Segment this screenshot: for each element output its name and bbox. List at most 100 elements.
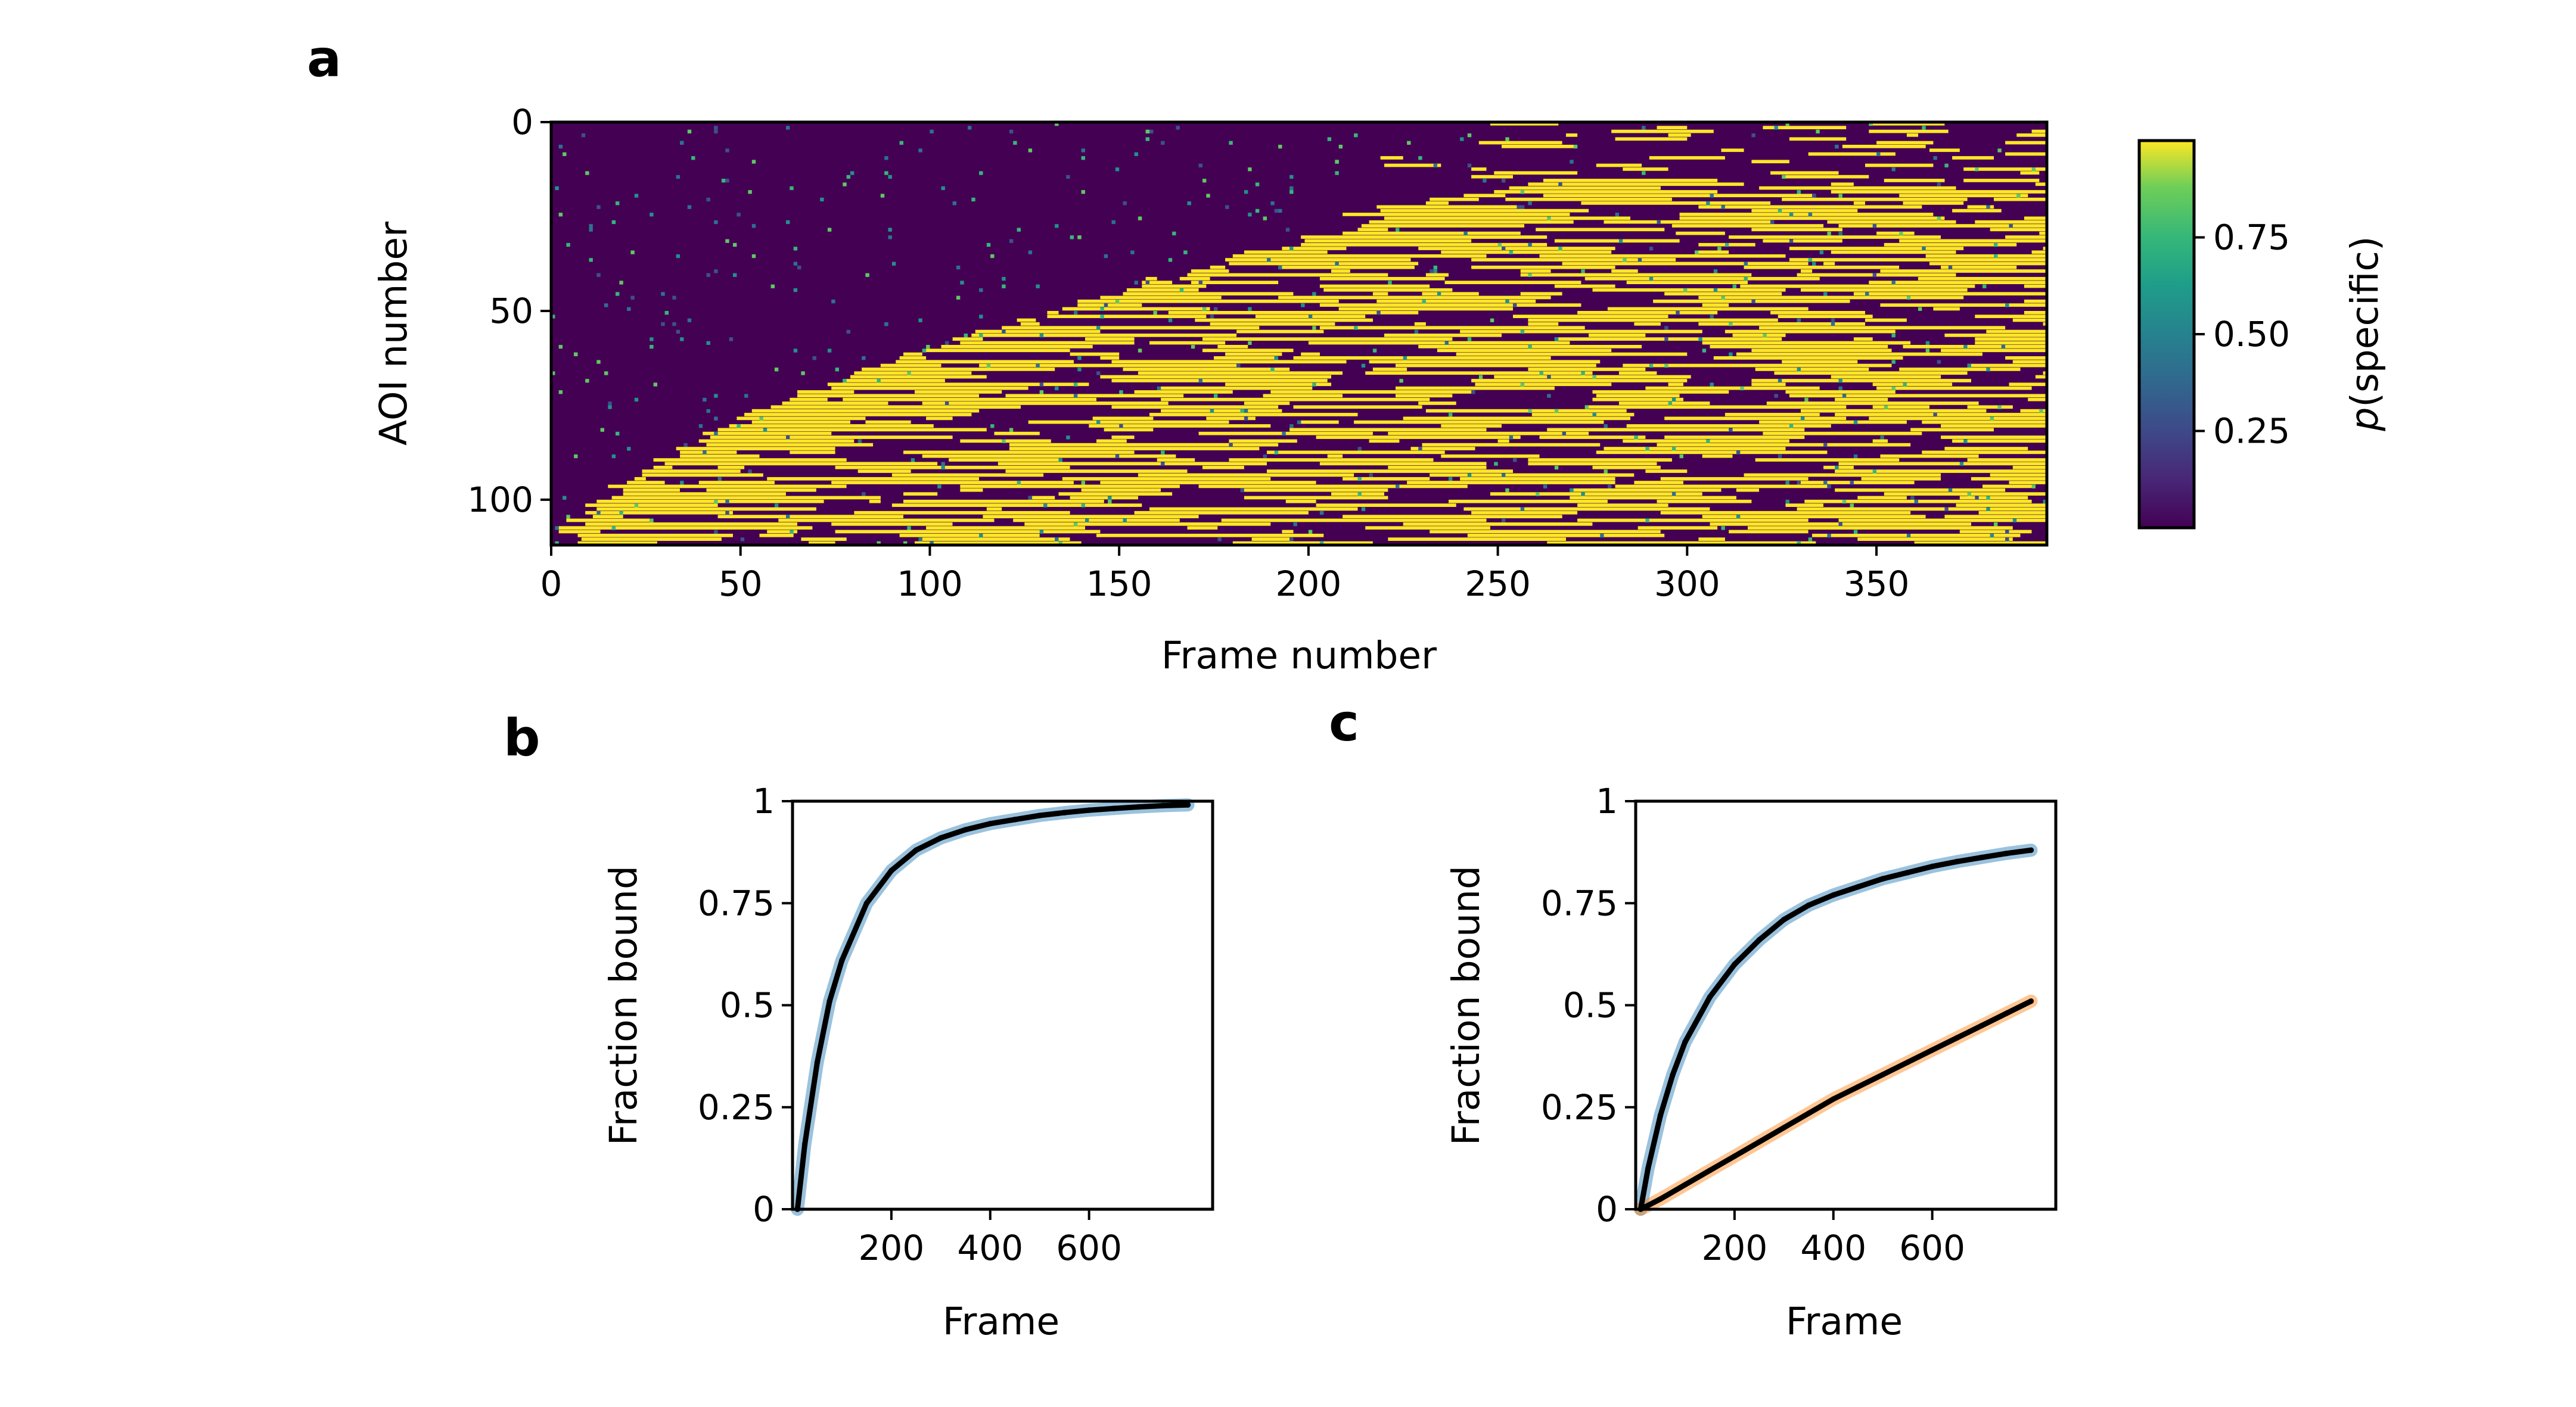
heatmap-speckle xyxy=(1369,473,1373,477)
heatmap-speckle xyxy=(1649,276,1654,281)
heatmap-speckle xyxy=(1671,397,1676,402)
heatmap-bound-run xyxy=(1755,458,1900,462)
heatmap-bound-run xyxy=(1963,179,2040,182)
heatmap-bound-run xyxy=(1463,507,1710,511)
heatmap-speckle xyxy=(1990,534,1994,538)
heatmap-speckle xyxy=(1179,288,1184,292)
heatmap-bound-run xyxy=(1880,269,2047,273)
heatmap-speckle xyxy=(748,190,752,194)
heatmap-speckle xyxy=(1490,318,1494,322)
heatmap-speckle xyxy=(1570,160,1574,164)
heatmap-bound-run xyxy=(1384,163,1441,167)
panel-b-y-label: Fraction bound xyxy=(602,866,645,1145)
heatmap-bound-run xyxy=(1005,394,1184,398)
heatmap-bound-run xyxy=(717,428,987,432)
heatmap-speckle xyxy=(1520,190,1525,194)
heatmap-bound-run xyxy=(1865,318,1907,322)
heatmap-bound-run xyxy=(1626,424,1831,428)
heatmap-speckle xyxy=(1418,447,1422,451)
heatmap-bound-run xyxy=(1732,334,1786,337)
heatmap-speckle xyxy=(1933,156,1937,160)
heatmap-speckle xyxy=(740,537,745,541)
heatmap-bound-run xyxy=(1104,428,1154,432)
heatmap-speckle xyxy=(725,148,729,152)
heatmap-speckle xyxy=(616,431,620,436)
heatmap-bound-run xyxy=(1210,322,1335,326)
heatmap-bound-run xyxy=(1812,534,2021,537)
heatmap-speckle xyxy=(1497,242,1502,247)
heatmap-speckle xyxy=(1422,299,1426,304)
heatmap-bound-run xyxy=(653,465,673,469)
heatmap-bound-run xyxy=(1657,126,1688,129)
heatmap-bound-run xyxy=(1823,262,1835,266)
heatmap-bound-run xyxy=(1967,363,2047,368)
heatmap-bound-run xyxy=(1229,458,1434,462)
heatmap-speckle xyxy=(1997,405,2002,409)
heatmap-bound-run xyxy=(1994,197,2047,201)
heatmap-bound-run xyxy=(1414,322,1426,326)
heatmap-speckle xyxy=(1467,473,1472,477)
heatmap-speckle xyxy=(1206,194,1210,198)
heatmap-bound-run xyxy=(903,499,1104,503)
heatmap-speckle xyxy=(1115,167,1120,172)
heatmap-speckle xyxy=(1108,496,1112,500)
heatmap-bound-run xyxy=(1013,518,1180,522)
heatmap-bound-run xyxy=(1357,228,1388,232)
heatmap-speckle xyxy=(1289,190,1294,194)
heatmap-speckle xyxy=(1850,481,1854,485)
heatmap-bound-run xyxy=(869,499,881,503)
heatmap-bound-run xyxy=(1774,371,1968,375)
heatmap-speckle xyxy=(1073,382,1078,387)
heatmap-speckle xyxy=(1270,368,1275,372)
heatmap-bound-run xyxy=(1869,129,1949,133)
heatmap-bound-run xyxy=(1520,269,1551,273)
heatmap-speckle xyxy=(604,371,608,375)
heatmap-bound-run xyxy=(1857,537,2013,541)
heatmap-speckle xyxy=(1649,363,1654,368)
heatmap-speckle xyxy=(1357,447,1362,451)
heatmap-speckle xyxy=(1198,379,1202,383)
heatmap-speckle xyxy=(1248,213,1252,217)
heatmap-speckle xyxy=(706,409,710,413)
heatmap-bound-run xyxy=(1092,416,1154,421)
heatmap-bound-run xyxy=(1225,258,1411,262)
heatmap-bound-run xyxy=(1611,129,1714,133)
heatmap-bound-run xyxy=(1724,329,1896,334)
heatmap-bound-run xyxy=(1463,194,1506,198)
heatmap-bound-run xyxy=(1232,254,1487,258)
heatmap-speckle xyxy=(1433,269,1437,273)
heatmap-bound-run xyxy=(1430,197,1479,201)
heatmap-bound-run xyxy=(1724,413,1820,416)
heatmap-bound-run xyxy=(1376,299,1536,303)
heatmap-speckle xyxy=(1963,345,1968,349)
heatmap-bound-run xyxy=(809,541,835,545)
heatmap-bound-run xyxy=(1763,126,1847,129)
heatmap-speckle xyxy=(1797,190,1801,194)
heatmap-bound-run xyxy=(1365,371,1593,375)
heatmap-speckle xyxy=(1214,307,1218,311)
heatmap-bound-run xyxy=(1149,507,1358,511)
panel-c-x-tick-label: 600 xyxy=(1899,1228,1965,1268)
heatmap-speckle xyxy=(1467,163,1472,167)
heatmap-speckle xyxy=(1240,409,1244,413)
heatmap-speckle xyxy=(611,220,616,225)
heatmap-x-tick-label: 250 xyxy=(1465,564,1531,604)
heatmap-speckle xyxy=(1986,507,1990,511)
heatmap-bound-run xyxy=(1702,454,1733,458)
heatmap-speckle xyxy=(1449,477,1453,481)
heatmap-bound-run xyxy=(960,341,1135,345)
heatmap-speckle xyxy=(596,273,601,277)
heatmap-bound-run xyxy=(926,348,1070,353)
heatmap-speckle xyxy=(1789,424,1794,428)
heatmap-bound-run xyxy=(1475,382,1612,387)
heatmap-speckle xyxy=(551,315,555,319)
heatmap-bound-run xyxy=(1748,526,2013,530)
heatmap-speckle xyxy=(1778,208,1782,213)
heatmap-speckle xyxy=(1642,171,1646,175)
heatmap-bound-run xyxy=(623,488,680,492)
heatmap-bound-run xyxy=(1263,394,1343,398)
heatmap-bound-run xyxy=(1835,469,2047,473)
heatmap-bound-run xyxy=(1990,228,2047,232)
heatmap-speckle xyxy=(1198,281,1202,285)
